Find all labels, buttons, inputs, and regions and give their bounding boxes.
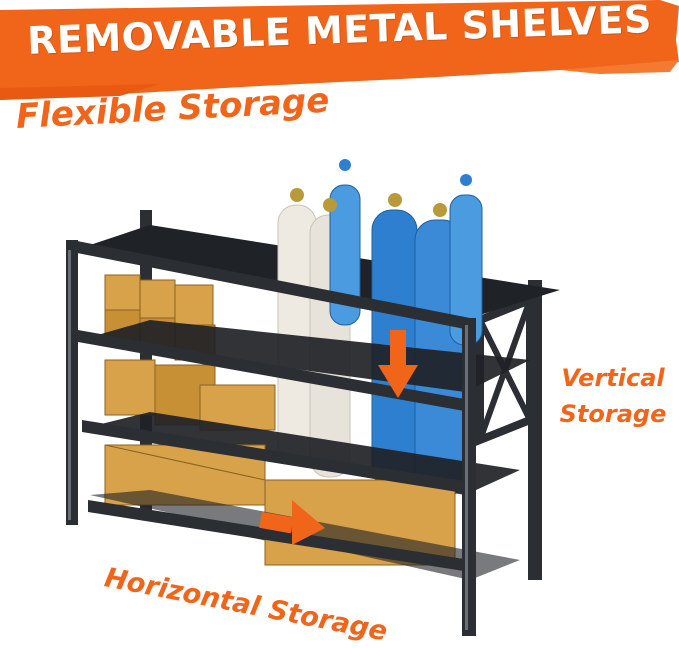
- valve: [290, 188, 304, 202]
- arrow-right-icon: [259, 500, 325, 545]
- valve: [323, 198, 337, 212]
- vertical-label-line2: Storage: [559, 400, 667, 428]
- middle-shelf: [80, 320, 530, 392]
- valve: [339, 159, 351, 171]
- front-beam: [72, 240, 470, 330]
- valve: [433, 203, 447, 217]
- vertical-storage-label: Vertical Storage: [553, 360, 673, 432]
- cylinder-blue-back: [329, 184, 361, 326]
- front-beam: [82, 420, 470, 494]
- front-right-upright: [462, 318, 476, 636]
- valve: [388, 193, 402, 207]
- arrow-down-icon: [378, 330, 418, 398]
- front-beam: [88, 500, 470, 572]
- front-left-upright: [66, 240, 78, 525]
- banner-background: [0, 0, 679, 100]
- box: [104, 359, 156, 416]
- front-beam: [78, 330, 470, 412]
- vertical-label-line1: Vertical: [561, 364, 665, 392]
- valve: [460, 174, 472, 186]
